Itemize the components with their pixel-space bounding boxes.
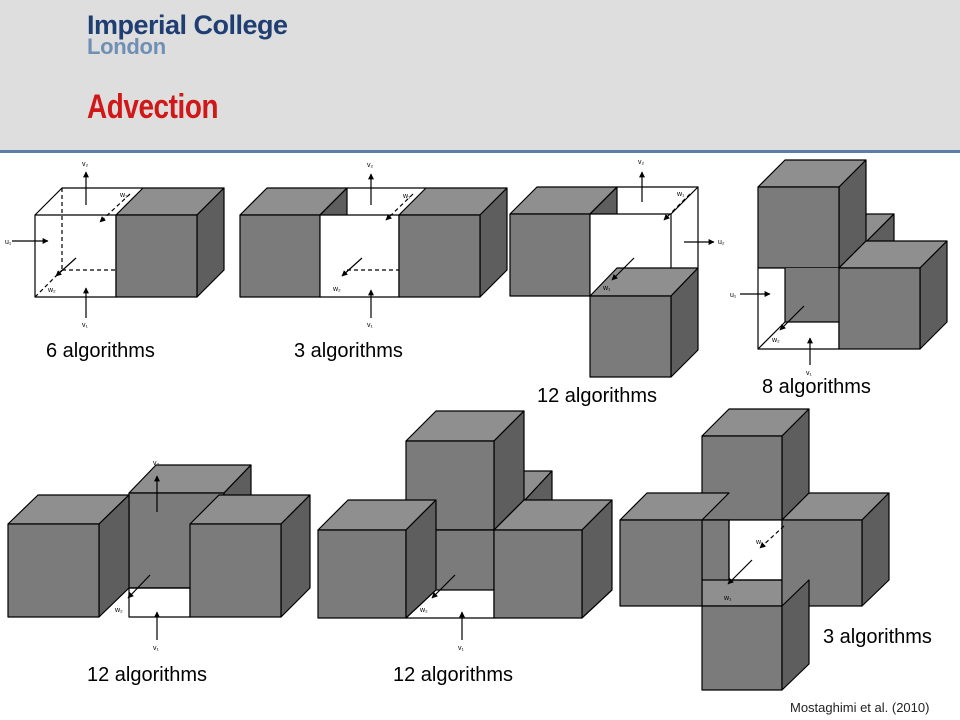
label-w1: w₁ — [402, 193, 411, 200]
label-v1: v₁ — [367, 322, 374, 329]
caption-fig3: 12 algorithms — [537, 385, 658, 407]
grey-cube-bottom — [701, 579, 810, 691]
label-w1: w₁ — [723, 595, 732, 602]
label-w2: w₂ — [332, 286, 341, 293]
grey-cube-top — [701, 408, 810, 521]
grey-cube-left — [317, 499, 437, 619]
figure-3-algorithms-b — [619, 408, 890, 691]
transparent-cube-opening — [128, 587, 191, 618]
transparent-cube — [34, 187, 143, 298]
grey-cube-right — [398, 187, 508, 298]
grey-cube-right — [189, 494, 311, 618]
label-u2: u₂ — [718, 239, 725, 246]
grey-cube-left — [7, 494, 130, 618]
flux-arrows — [12, 171, 131, 318]
flux-arrows — [341, 173, 414, 318]
label-v1: v₁ — [82, 322, 89, 329]
label-u1: u₁ — [5, 239, 12, 246]
logo-london: London — [87, 34, 166, 59]
label-w1: w₁ — [676, 191, 685, 198]
label-v2: v₂ — [82, 161, 89, 168]
caption-fig2: 3 algorithms — [294, 340, 403, 362]
label-v2: v₂ — [638, 159, 645, 166]
label-w2: w₂ — [771, 337, 780, 344]
grey-cube-right — [493, 499, 613, 619]
flux-arrows — [127, 475, 160, 640]
grey-cube-right — [838, 240, 948, 350]
caption-fig5: 12 algorithms — [87, 664, 208, 686]
logo-imperial-college: Imperial College — [87, 10, 288, 40]
label-v2: v₂ — [367, 162, 374, 169]
figure-12-algorithms-c — [317, 410, 613, 640]
grey-cube-top — [757, 159, 867, 269]
citation: Mostaghimi et al. (2010) — [790, 700, 930, 715]
transparent-cube — [701, 519, 783, 607]
label-v1: v₁ — [458, 645, 465, 652]
figure-12-algorithms-b — [7, 464, 311, 640]
grey-cube-right — [781, 492, 890, 607]
grey-cube — [115, 187, 225, 298]
grey-cube-left — [619, 492, 730, 607]
label-w2: w₂ — [419, 607, 428, 614]
label-w2: w₂ — [47, 287, 56, 294]
flux-arrows — [431, 574, 465, 640]
caption-fig4: 8 algorithms — [762, 376, 871, 398]
figure-8-algorithms — [740, 159, 948, 365]
flux-arrows — [740, 291, 813, 365]
label-v2: v₂ — [153, 460, 160, 467]
figure-3-algorithms-a — [239, 173, 508, 318]
label-v1: v₁ — [153, 645, 160, 652]
flux-arrows — [611, 171, 715, 281]
label-v1: v₁ — [806, 370, 813, 377]
grey-cube-bottom — [589, 267, 699, 378]
label-w1: w₁ — [755, 539, 764, 546]
slide-title: Advection — [87, 88, 219, 126]
caption-fig7: 3 algorithms — [823, 626, 932, 648]
caption-fig6: 12 algorithms — [393, 664, 514, 686]
figure-12-algorithms-a — [509, 171, 715, 378]
label-w1: w₁ — [119, 192, 128, 199]
caption-fig1: 6 algorithms — [46, 340, 155, 362]
transparent-cube — [757, 267, 840, 350]
label-w2: w₂ — [114, 607, 123, 614]
label-w1: w₁ — [602, 285, 611, 292]
header-bar: Imperial College London Advection — [0, 0, 960, 153]
flux-arrows — [727, 525, 785, 585]
figure-6-algorithms — [12, 171, 225, 318]
label-u1: u₁ — [730, 292, 737, 299]
